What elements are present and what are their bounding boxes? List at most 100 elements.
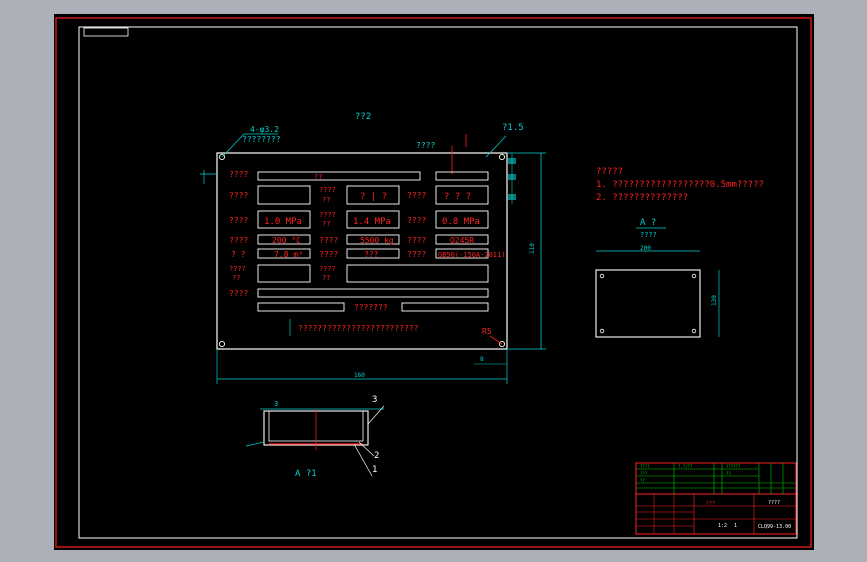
field-box bbox=[346, 185, 400, 205]
field-box bbox=[435, 248, 489, 259]
corner-hole bbox=[218, 153, 226, 161]
leader-line bbox=[485, 135, 507, 158]
field-value: 1.4 MPa bbox=[353, 217, 391, 227]
notes-heading: ????? bbox=[596, 167, 623, 177]
cell-label: ???? bbox=[229, 289, 248, 298]
field-value: 7.8 m³ bbox=[274, 250, 303, 259]
cell-label: ?? bbox=[322, 274, 330, 282]
field-value: ?? bbox=[314, 173, 322, 181]
section-dim: 3 bbox=[274, 400, 278, 408]
dim-width: 160 bbox=[354, 372, 365, 379]
tb-company: ???? bbox=[768, 500, 780, 506]
field-value: ? | ? bbox=[360, 192, 387, 202]
field-value: ? ? ? bbox=[444, 192, 471, 202]
cell-label: ???? bbox=[319, 265, 336, 273]
holes-note: 4-φ3.2 bbox=[250, 125, 279, 134]
plate-outline bbox=[216, 152, 508, 350]
tb-drawing-no: CLQ99-13.00 bbox=[758, 524, 791, 530]
hole bbox=[599, 273, 605, 279]
dim-height: 110 bbox=[529, 243, 536, 254]
field-box bbox=[257, 288, 489, 298]
callout-2: 2 bbox=[374, 451, 379, 461]
holes-note-2: ???????? bbox=[242, 135, 281, 144]
cell-label: ???? bbox=[319, 250, 338, 259]
cell-label: ???? bbox=[407, 250, 426, 259]
cell-label: ???? bbox=[319, 236, 338, 245]
cell-label: ???? bbox=[229, 170, 248, 179]
tb-name: ??? bbox=[706, 501, 715, 507]
nameplate-view: ??2 4-φ3.2 ???????? ?1.5 ???? ???? ?? ??… bbox=[200, 112, 546, 384]
field-box bbox=[346, 210, 400, 229]
inner-frame bbox=[78, 26, 798, 539]
notes-line-1: 1. ??????????????????0.5mm????? bbox=[596, 180, 764, 190]
dim-arrow bbox=[508, 194, 516, 200]
field-value: ??? bbox=[364, 250, 379, 259]
leader-line bbox=[489, 335, 503, 345]
cell-label: ???? bbox=[229, 236, 248, 245]
cell-label: ???? bbox=[407, 216, 426, 225]
outer-frame bbox=[55, 17, 812, 548]
field-value: 0.8 MPa bbox=[442, 217, 480, 227]
bottom-text: ????????????????????????? bbox=[298, 324, 419, 333]
field-value: 5500 kg bbox=[360, 236, 394, 245]
callout-leader bbox=[353, 443, 373, 477]
stamp-label: ???? bbox=[416, 141, 435, 150]
cell-label: ?? bbox=[232, 274, 240, 282]
hole bbox=[691, 273, 697, 279]
view-a: A ? ???? 200 130 bbox=[595, 218, 720, 338]
tb-row: ?????? bbox=[726, 464, 741, 469]
cell-label: ??????? bbox=[354, 303, 388, 312]
cell-label: ???? bbox=[407, 191, 426, 200]
r5-label: R5 bbox=[482, 327, 492, 336]
field-box bbox=[257, 210, 311, 229]
cell-label: ?? bbox=[322, 220, 330, 228]
cad-viewport[interactable]: ??2 4-φ3.2 ???????? ?1.5 ???? ???? ?? ??… bbox=[54, 14, 814, 550]
tb-sheet: 1 bbox=[734, 523, 737, 529]
dim-arrow bbox=[508, 174, 516, 180]
view-a-dim-w: 200 bbox=[640, 245, 651, 252]
field-value: 1.0 MPa bbox=[264, 217, 302, 227]
cell-label: ???? bbox=[229, 265, 246, 273]
leader-line bbox=[221, 133, 245, 158]
corner-hole bbox=[218, 340, 226, 348]
title-block: ???? ??? ?? ?.?/?? ?????? ?? ??? ???? CL… bbox=[635, 462, 797, 535]
tb-row: ?? bbox=[726, 471, 731, 476]
callout-leader bbox=[367, 405, 385, 425]
field-box bbox=[257, 264, 311, 283]
title-block-frame bbox=[635, 462, 797, 535]
tb-row: ???? bbox=[640, 464, 650, 469]
tb-row: ??? bbox=[640, 471, 648, 476]
section-label: A ?1 bbox=[295, 469, 317, 479]
tech-notes: ????? 1. ??????????????????0.5mm????? 2.… bbox=[596, 167, 764, 203]
field-box bbox=[401, 302, 489, 312]
corner-hole bbox=[498, 340, 506, 348]
drawing-canvas: ??2 4-φ3.2 ???????? ?1.5 ???? ???? ?? ??… bbox=[55, 17, 812, 548]
field-value: Q245R bbox=[450, 236, 474, 245]
field-box bbox=[346, 264, 489, 283]
dim-arrow bbox=[508, 158, 516, 164]
view-a-sub: ???? bbox=[640, 231, 657, 239]
field-box bbox=[257, 171, 421, 181]
field-box bbox=[435, 171, 489, 181]
callout-3: 3 bbox=[372, 395, 377, 405]
corner-hole bbox=[498, 153, 506, 161]
section-view: 3 3 2 1 A ?1 bbox=[245, 395, 385, 479]
field-box bbox=[257, 248, 311, 259]
corner-radius-label: ?1.5 bbox=[502, 123, 524, 133]
field-box bbox=[346, 248, 400, 259]
field-box bbox=[257, 185, 311, 205]
tb-row: ?? bbox=[640, 478, 645, 483]
field-box bbox=[257, 234, 311, 245]
view-a-dim-h: 130 bbox=[711, 295, 718, 306]
dim-small: 8 bbox=[480, 356, 484, 363]
cell-label: ? ? bbox=[231, 250, 246, 259]
hole bbox=[599, 328, 605, 334]
field-box bbox=[257, 302, 345, 312]
cell-label: ???? bbox=[229, 191, 248, 200]
cell-label: ???? bbox=[319, 186, 336, 194]
view-a-label: A ? bbox=[640, 218, 656, 228]
hole bbox=[691, 328, 697, 334]
cell-label: ???? bbox=[407, 236, 426, 245]
cell-label: ???? bbox=[229, 216, 248, 225]
cell-label: ???? bbox=[319, 211, 336, 219]
